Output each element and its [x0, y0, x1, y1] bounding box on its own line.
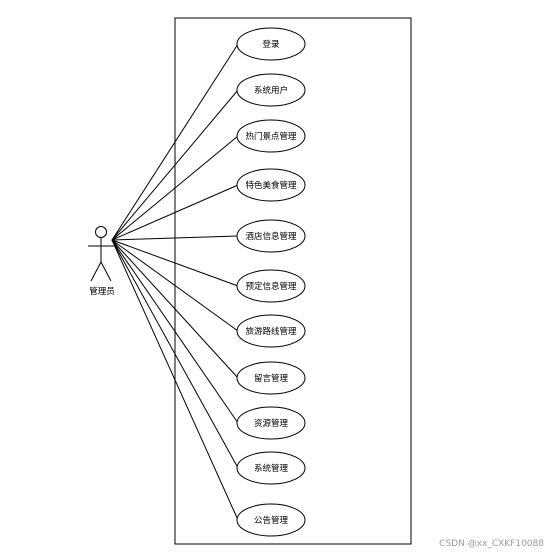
use-case-ellipse	[236, 314, 306, 348]
actor-figure	[88, 226, 114, 282]
use-case-ellipse	[236, 451, 306, 485]
use-case-label: 热门景点管理	[245, 131, 297, 142]
association-line	[111, 135, 239, 241]
association-line	[111, 239, 239, 424]
use-case-ellipse	[236, 503, 306, 537]
use-case-ellipse	[236, 168, 306, 202]
actor-left-leg	[90, 261, 102, 282]
use-case-label: 登录	[262, 39, 280, 50]
system-boundary	[174, 17, 412, 545]
actor-right-leg	[100, 261, 112, 282]
actor-head	[95, 226, 107, 238]
use-case-label: 预定信息管理	[245, 281, 297, 292]
use-case-label: 公告管理	[254, 515, 289, 526]
use-case-ellipse	[236, 269, 306, 303]
association-line	[111, 235, 239, 241]
use-case-label: 系统用户	[254, 85, 288, 96]
use-case-ellipse	[236, 406, 306, 440]
watermark: CSDN @xx_CXKF10088	[439, 539, 544, 549]
association-line	[111, 239, 239, 332]
use-case-label: 资源管理	[254, 418, 289, 429]
association-line	[111, 239, 239, 521]
association-line	[111, 43, 239, 241]
use-case-ellipse	[236, 219, 306, 253]
association-line	[111, 239, 239, 379]
use-case-label: 系统管理	[254, 463, 289, 474]
use-case-ellipse	[236, 73, 306, 107]
association-line	[111, 239, 239, 469]
use-case-label: 留言管理	[254, 373, 289, 384]
use-case-label: 酒店信息管理	[245, 231, 297, 242]
association-lines	[111, 43, 239, 521]
use-case-label: 旅游路线管理	[245, 326, 297, 337]
association-line	[111, 184, 239, 241]
use-case-ellipse	[236, 119, 306, 153]
actor-label: 管理员	[89, 286, 115, 297]
association-line	[111, 89, 239, 241]
association-line	[111, 239, 239, 287]
use-case-label: 特色美食管理	[245, 180, 297, 191]
use-case-ellipse	[236, 27, 306, 61]
use-case-group: 登录系统用户热门景点管理特色美食管理酒店信息管理预定信息管理旅游路线管理留言管理…	[236, 27, 306, 537]
use-case-ellipse	[236, 361, 306, 395]
